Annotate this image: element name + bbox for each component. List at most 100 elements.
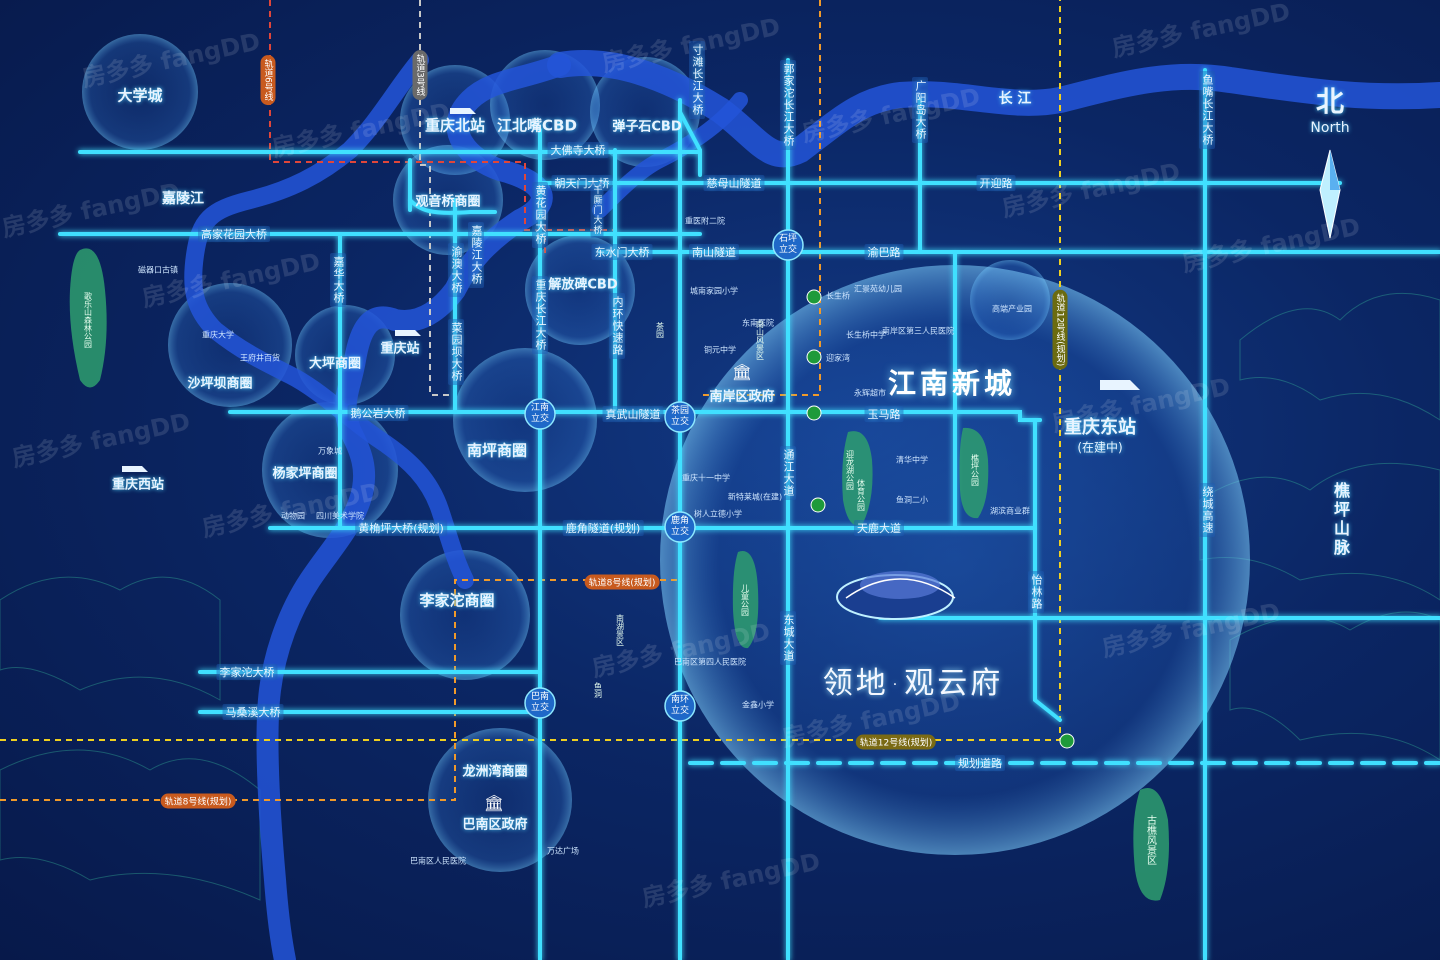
road-jialingjiang-bridge: 嘉陵江大桥 bbox=[468, 222, 484, 288]
area-jiefangbei: 解放碑CBD bbox=[548, 277, 618, 293]
node-lujiao: 鹿角立交 bbox=[670, 516, 689, 537]
poi-qinghua: 清华中学 bbox=[896, 455, 928, 465]
park-qiaoping: 樵坪公园 bbox=[970, 454, 980, 486]
project-separator: · bbox=[892, 677, 901, 693]
area-longzhouwan: 龙洲湾商圈 bbox=[462, 764, 528, 780]
road-yuba: 渝巴路 bbox=[864, 244, 904, 260]
area-guanyinqiao: 观音桥商圈 bbox=[415, 194, 481, 210]
node-chayuan: 茶园立交 bbox=[670, 406, 689, 427]
poi-wanda-plaza: 万达广场 bbox=[547, 846, 579, 856]
road-raocheng: 绕城高速 bbox=[1199, 483, 1215, 537]
area-danzishi: 弹子石CBD bbox=[612, 119, 682, 135]
area-chongqing-west: 重庆西站 bbox=[111, 477, 165, 493]
road-yuma: 玉马路 bbox=[864, 406, 904, 422]
rail-line-3: 轨道3号线 bbox=[412, 50, 428, 100]
road-egongyan: 鹅公岩大桥 bbox=[347, 405, 409, 421]
poi-sichuan-art: 四川美术学院 bbox=[316, 511, 364, 521]
road-planned: 规划道路 bbox=[955, 755, 1005, 771]
road-masangxi: 马桑溪大桥 bbox=[222, 704, 284, 720]
road-jiahua: 嘉华大桥 bbox=[330, 253, 346, 307]
road-lijiatuo-bridge: 李家沱大桥 bbox=[216, 664, 278, 680]
road-dongshuimen: 东水门大桥 bbox=[591, 244, 653, 260]
river-label-jialing: 嘉陵江 bbox=[162, 191, 204, 207]
park-nanshan: 南山风景区 bbox=[755, 320, 765, 360]
poi-hupan: 湖滨商业群 bbox=[990, 506, 1030, 516]
project-building-icon bbox=[836, 571, 956, 620]
new-town-label: 江南新城 bbox=[887, 367, 1017, 400]
poi-yingjiawan: 迎家湾 bbox=[826, 353, 850, 363]
mountain-label: 樵坪山脉 bbox=[1331, 482, 1350, 558]
park-guqiao: 古樵风景区 bbox=[1144, 815, 1156, 865]
road-nanshan: 南山隧道 bbox=[689, 244, 739, 260]
poi-banan-hosp: 巴南区人民医院 bbox=[410, 856, 466, 866]
road-guangyangdao: 广阳岛大桥 bbox=[912, 77, 928, 143]
interchange-nodes bbox=[524, 229, 804, 722]
park-tiyu: 体育公园 bbox=[856, 479, 866, 511]
river-label-yangtze: 长 江 bbox=[998, 91, 1032, 107]
poi-nanan3: 南岸区第三人民医院 bbox=[882, 326, 954, 336]
road-chongqing-cjdq: 重庆长江大桥 bbox=[532, 276, 548, 354]
government-building-icon: 🏛 bbox=[731, 362, 753, 382]
node-shiping: 石坪立交 bbox=[778, 234, 797, 255]
road-lujiao: 鹿角隧道(规划) bbox=[562, 520, 644, 536]
rail-line-12: 轨道12号线(规划) bbox=[855, 734, 937, 750]
poi-banan4: 巴南区第四人民医院 bbox=[674, 657, 746, 667]
park-yingyu: 迎龙湖公园 bbox=[845, 450, 855, 490]
area-nanan-gov: 南岸区政府 bbox=[709, 389, 775, 405]
area-chongqing-station: 重庆站 bbox=[380, 341, 420, 357]
compass-north-en: North bbox=[1310, 120, 1350, 136]
node-banan: 巴南立交 bbox=[530, 692, 549, 713]
poi-chongqing11: 重庆十一中学 bbox=[682, 473, 730, 483]
rail-line-8-south: 轨道8号线(规划) bbox=[160, 793, 236, 809]
poi-huiying: 汇景苑幼儿园 bbox=[854, 284, 902, 294]
poi-chongyi2: 重医附二院 bbox=[685, 216, 725, 226]
area-daxuecheng: 大学城 bbox=[117, 86, 163, 105]
poi-yuqian2: 鱼洞二小 bbox=[896, 495, 928, 505]
park-nanhu: 南湖景区 bbox=[615, 614, 625, 646]
node-nanhuan: 南环立交 bbox=[670, 695, 689, 716]
poi-wangjiajing: 王府井百货 bbox=[240, 353, 280, 363]
poi-ciqikou: 磁器口古镇 bbox=[138, 265, 178, 275]
road-caiyuanba: 菜园坝大桥 bbox=[448, 319, 464, 385]
poi-dongnan-hosp: 东南医院 bbox=[742, 318, 774, 328]
poi-chongqing-uni: 重庆大学 bbox=[202, 330, 234, 340]
road-tianlu: 天鹿大道 bbox=[854, 520, 904, 536]
road-tongjiang: 通江大道 bbox=[780, 446, 796, 500]
poi-tongjia: 铜元中学 bbox=[704, 345, 736, 355]
poi-wanda: 新特莱城(在建) bbox=[727, 492, 783, 502]
road-neihuan: 内环快速路 bbox=[609, 293, 625, 359]
road-yuzui: 鱼嘴长江大桥 bbox=[1199, 71, 1215, 149]
roads bbox=[58, 58, 1440, 960]
park-ertong: 儿童公园 bbox=[740, 584, 750, 616]
project-name: 领地·观云府 bbox=[823, 658, 1003, 702]
road-dongcheng: 东城大道 bbox=[780, 611, 796, 665]
poi-chayuan-area: 茶园 bbox=[655, 322, 665, 338]
compass-north-cn: 北 bbox=[1315, 85, 1345, 118]
node-jiangnan: 江南立交 bbox=[530, 403, 549, 424]
road-cimu: 慈母山隧道 bbox=[703, 175, 765, 191]
road-qianximen: 千厮门大桥 bbox=[590, 182, 604, 238]
poi-dongwuyuan: 动物园 bbox=[281, 511, 305, 521]
road-guojiatuo: 郭家沱长江大桥 bbox=[780, 60, 796, 150]
rail-line-6: 轨道6号线 bbox=[260, 55, 276, 105]
road-huangpu: 黄花园大桥 bbox=[532, 182, 548, 248]
poi-jinxin: 金鑫小学 bbox=[742, 700, 774, 710]
east-station-status: (在建中) bbox=[1077, 440, 1123, 455]
area-shapingba: 沙坪坝商圈 bbox=[187, 376, 253, 392]
road-yilin: 怡林路 bbox=[1028, 571, 1044, 613]
project-brand: 领地 bbox=[822, 666, 889, 701]
government-building-icon: 🏛 bbox=[483, 793, 505, 813]
rail-line-8: 轨道8号线(规划) bbox=[584, 574, 660, 590]
poi-changsheng-school: 长生桥中学 bbox=[846, 330, 886, 340]
road-cuntan: 寸滩长江大桥 bbox=[689, 41, 705, 119]
poi-wanxiang: 万象城 bbox=[318, 446, 342, 456]
road-gaojiahuayuan: 高家花园大桥 bbox=[198, 226, 270, 242]
east-station-name: 重庆东站 bbox=[1064, 417, 1136, 438]
compass-needle-icon bbox=[1319, 149, 1341, 239]
area-daping: 大坪商圈 bbox=[308, 356, 362, 372]
poi-chengnan: 城南家园小学 bbox=[690, 286, 738, 296]
road-zhenwushan: 真武山隧道 bbox=[602, 406, 664, 422]
area-lijiatuo: 李家沱商圈 bbox=[419, 591, 495, 610]
